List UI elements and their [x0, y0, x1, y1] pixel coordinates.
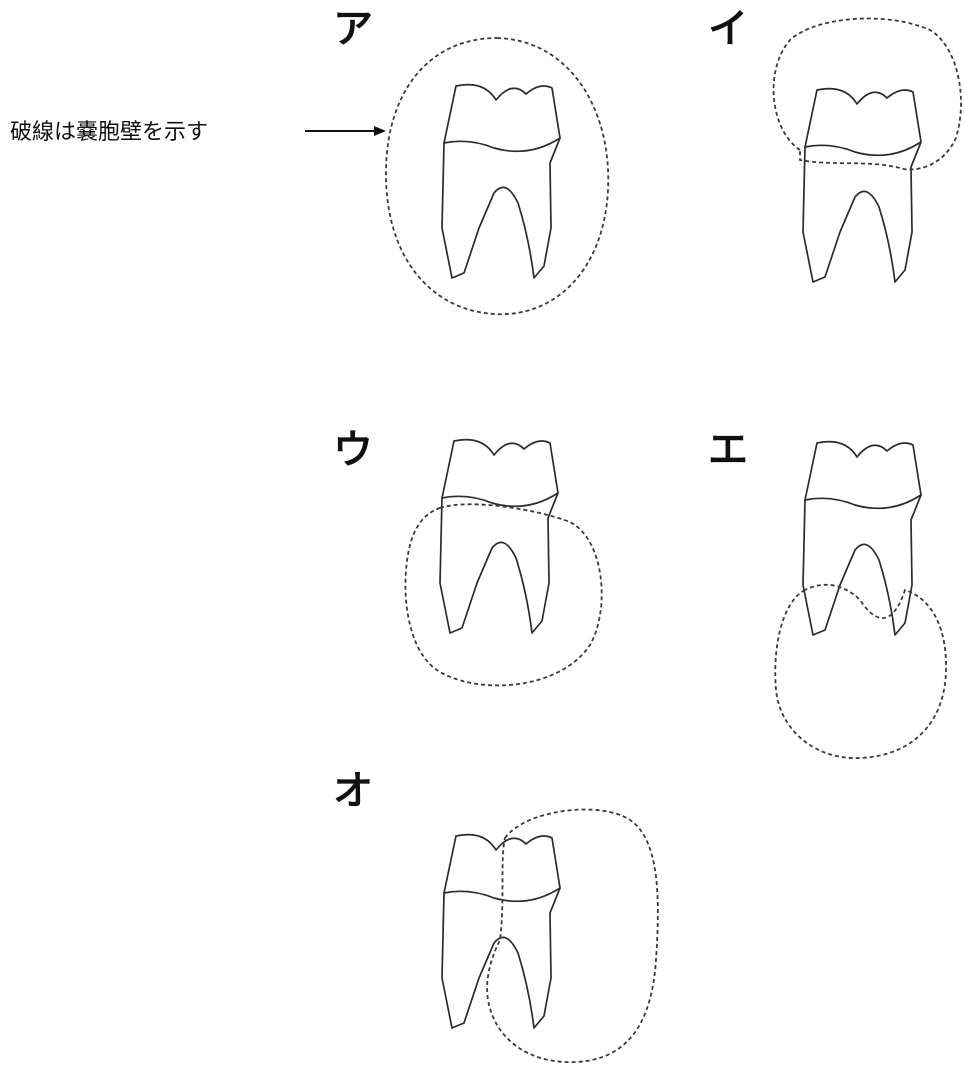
- tooth-d: [803, 442, 921, 635]
- panel-c: ウ: [333, 427, 602, 685]
- panel-b: イ: [708, 6, 961, 282]
- panel-d: エ: [708, 427, 946, 758]
- panel-label-a: ア: [333, 6, 373, 52]
- caption-arrow: [305, 126, 386, 136]
- tooth-e: [442, 835, 560, 1028]
- tooth-b: [803, 89, 921, 282]
- panel-a: ア: [333, 6, 608, 314]
- panel-e: オ: [333, 768, 658, 1062]
- cyst-wall-d: [775, 585, 946, 758]
- cyst-wall-c: [405, 504, 601, 685]
- panel-label-e: オ: [333, 768, 373, 814]
- tooth-c: [440, 440, 558, 633]
- tooth-a: [442, 85, 560, 278]
- cyst-wall-e: [487, 810, 658, 1063]
- caption-label: 破線は嚢胞壁を示す: [10, 120, 208, 145]
- panel-label-c: ウ: [333, 427, 373, 473]
- panel-label-d: エ: [708, 427, 748, 473]
- panel-label-b: イ: [708, 6, 748, 52]
- cyst-wall-a: [386, 38, 608, 314]
